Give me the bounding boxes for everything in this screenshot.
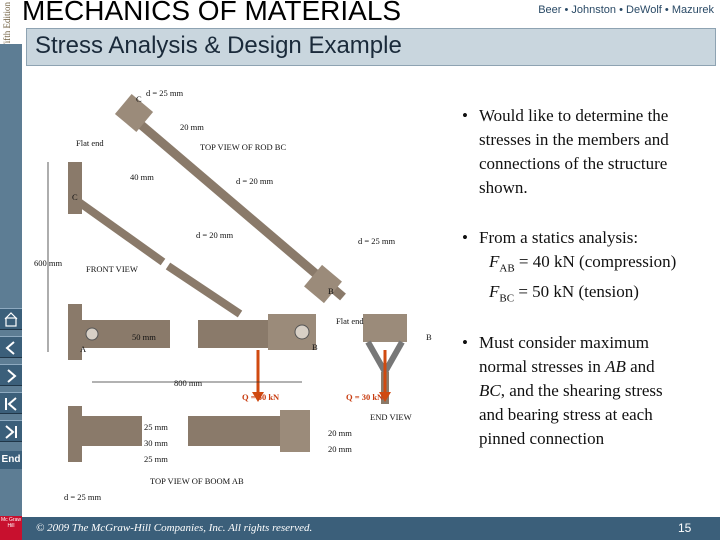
label-flat-end-top: Flat end — [76, 138, 104, 148]
label-dim20-r2: 20 mm — [328, 444, 352, 454]
copyright-text: © 2009 The McGraw-Hill Companies, Inc. A… — [36, 522, 313, 534]
label-dim40: 40 mm — [130, 172, 154, 182]
label-pt-b3: B — [426, 332, 432, 342]
label-dim25-c: 25 mm — [144, 454, 168, 464]
structure-figure: d = 25 mm 20 mm Flat end TOP VIEW OF ROD… — [28, 82, 448, 510]
pin-a — [85, 327, 99, 341]
authors: Beer • Johnston • DeWolf • Mazurek — [538, 4, 714, 16]
slide-subtitle: Stress Analysis & Design Example — [35, 32, 402, 59]
first-icon[interactable] — [0, 392, 22, 414]
end-view-bracket — [363, 314, 407, 342]
clevis-b-top — [304, 264, 342, 304]
label-d25-mid: d = 25 mm — [358, 236, 396, 246]
label-q-left: Q = 30 kN — [242, 392, 280, 402]
label-dim600: 600 mm — [34, 258, 62, 268]
label-dim30: 30 mm — [144, 438, 168, 448]
label-pt-c: C — [136, 94, 142, 104]
wall-support-a — [68, 304, 82, 360]
bullet-list: Would like to determine the stresses in … — [452, 104, 714, 451]
wall-support-bottom — [68, 406, 82, 462]
label-top-view-rod: TOP VIEW OF ROD BC — [200, 142, 286, 152]
label-dim25-b: 25 mm — [144, 422, 168, 432]
label-pt-a: A — [80, 344, 87, 354]
page-number: 15 — [678, 521, 692, 535]
label-d20-a: d = 20 mm — [236, 176, 274, 186]
publisher-logo: Mc Graw Hill — [0, 516, 22, 540]
subtitle-bar: Stress Analysis & Design Example — [26, 28, 716, 66]
page-title: MECHANICS OF MATERIALS — [22, 0, 402, 26]
bullet-item: Would like to determine the stresses in … — [452, 104, 714, 200]
rod-bc-top-view-2 — [165, 262, 243, 318]
label-end-view: END VIEW — [370, 412, 412, 422]
label-q-right: Q = 30 kN — [346, 392, 384, 402]
rod-bc-top-view — [73, 196, 166, 266]
label-dim50: 50 mm — [132, 332, 156, 342]
boom-top-view-right — [188, 416, 298, 446]
boom-top-view-end — [280, 410, 310, 452]
edition-label: Fifth Edition — [2, 2, 12, 49]
label-d25-bottom: d = 25 mm — [64, 492, 102, 502]
rod-bc-front — [123, 108, 346, 301]
next-icon[interactable] — [0, 364, 22, 386]
boom-top-view-left — [80, 416, 142, 446]
label-dim20-r1: 20 mm — [328, 428, 352, 438]
clevis-c — [114, 94, 154, 132]
previous-icon[interactable] — [0, 336, 22, 358]
pin-b — [294, 324, 310, 340]
label-pt-b2: B — [328, 286, 334, 296]
footer-bar — [22, 517, 720, 540]
end-button[interactable]: End — [0, 451, 22, 469]
label-dim20-top: 20 mm — [180, 122, 204, 132]
nav-sidebar: End — [0, 44, 22, 540]
label-top-view-boom: TOP VIEW OF BOOM AB — [150, 476, 244, 486]
label-d25-top: d = 25 mm — [146, 88, 184, 98]
last-icon[interactable] — [0, 420, 22, 442]
home-icon[interactable] — [0, 308, 22, 330]
label-flat-end-mid: Flat end — [336, 316, 364, 326]
label-d20-b: d = 20 mm — [196, 230, 234, 240]
label-front-view: FRONT VIEW — [86, 264, 138, 274]
label-dim800: 800 mm — [174, 378, 202, 388]
label-pt-b: B — [312, 342, 318, 352]
label-pt-c2: C — [72, 192, 78, 202]
bullet-item: From a statics analysis: FAB = 40 kN (co… — [452, 226, 714, 311]
bullet-item: Must consider maximum normal stresses in… — [452, 331, 714, 451]
